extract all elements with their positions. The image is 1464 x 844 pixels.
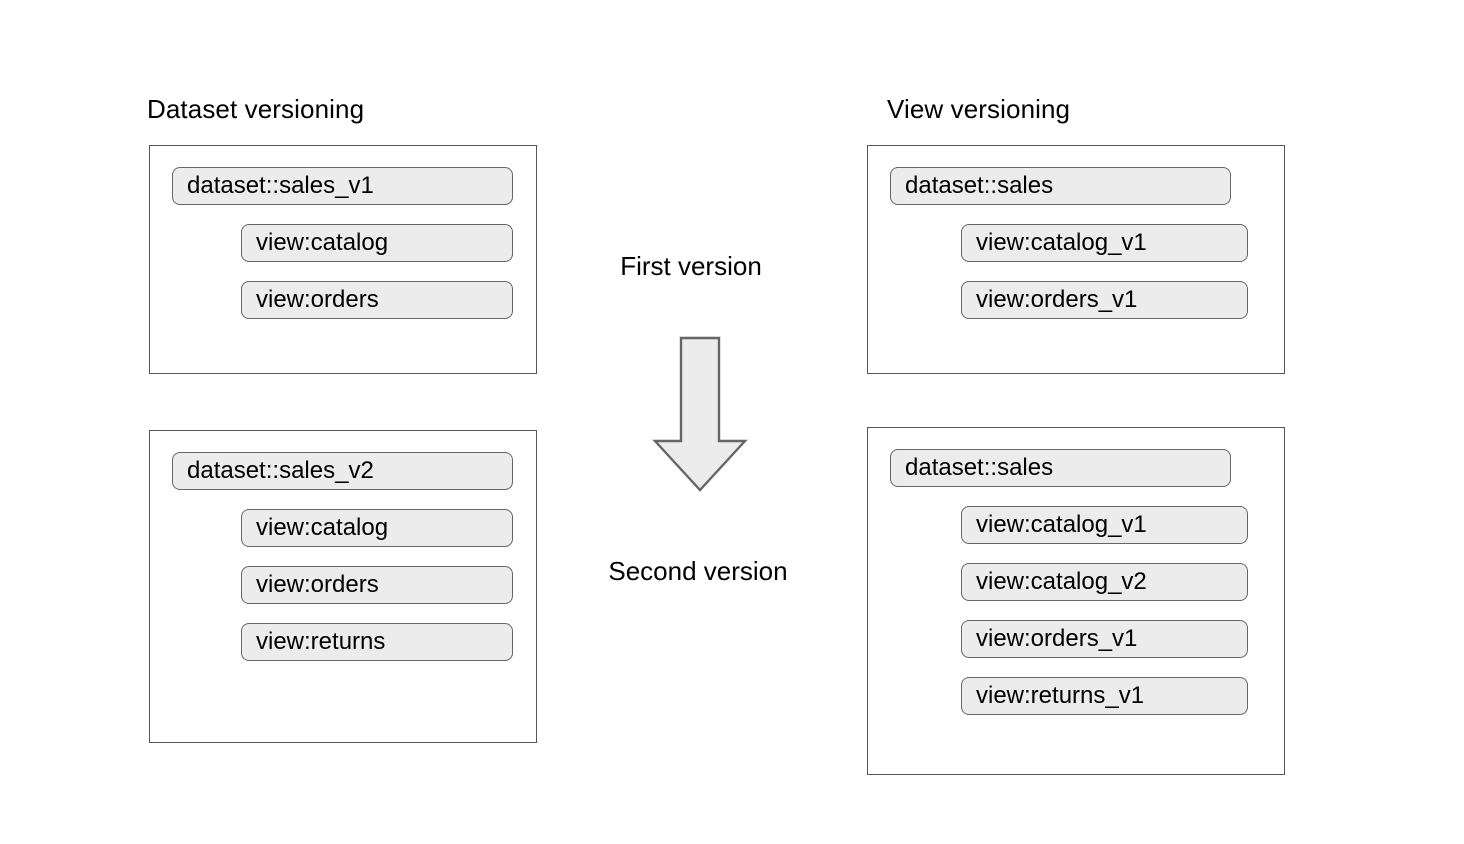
view-pill[interactable]: view:orders_v1 [961, 281, 1248, 319]
dataset-pill[interactable]: dataset::sales [890, 167, 1231, 205]
view-pill[interactable]: view:orders [241, 566, 513, 604]
arrow-down-icon [652, 336, 748, 492]
stage-label-first-version: First version [620, 251, 762, 281]
view-pill[interactable]: view:orders [241, 281, 513, 319]
group-box-dataset-sales-v1: dataset::sales_v1 view:catalog view:orde… [149, 145, 537, 374]
group-box-view-sales-second: dataset::sales view:catalog_v1 view:cata… [867, 427, 1285, 775]
stage-label-second-version: Second version [608, 556, 788, 586]
dataset-pill[interactable]: dataset::sales_v2 [172, 452, 513, 490]
view-pill[interactable]: view:catalog_v1 [961, 506, 1248, 544]
group-box-dataset-sales-v2: dataset::sales_v2 view:catalog view:orde… [149, 430, 537, 743]
view-pill[interactable]: view:catalog [241, 509, 513, 547]
view-pill[interactable]: view:returns [241, 623, 513, 661]
view-pill[interactable]: view:catalog_v2 [961, 563, 1248, 601]
group-box-view-sales-first: dataset::sales view:catalog_v1 view:orde… [867, 145, 1285, 374]
view-pill[interactable]: view:returns_v1 [961, 677, 1248, 715]
view-pill[interactable]: view:orders_v1 [961, 620, 1248, 658]
view-pill[interactable]: view:catalog_v1 [961, 224, 1248, 262]
column-title-dataset-versioning: Dataset versioning [147, 94, 365, 124]
dataset-pill[interactable]: dataset::sales [890, 449, 1231, 487]
column-title-view-versioning: View versioning [887, 94, 1071, 124]
dataset-pill[interactable]: dataset::sales_v1 [172, 167, 513, 205]
view-pill[interactable]: view:catalog [241, 224, 513, 262]
